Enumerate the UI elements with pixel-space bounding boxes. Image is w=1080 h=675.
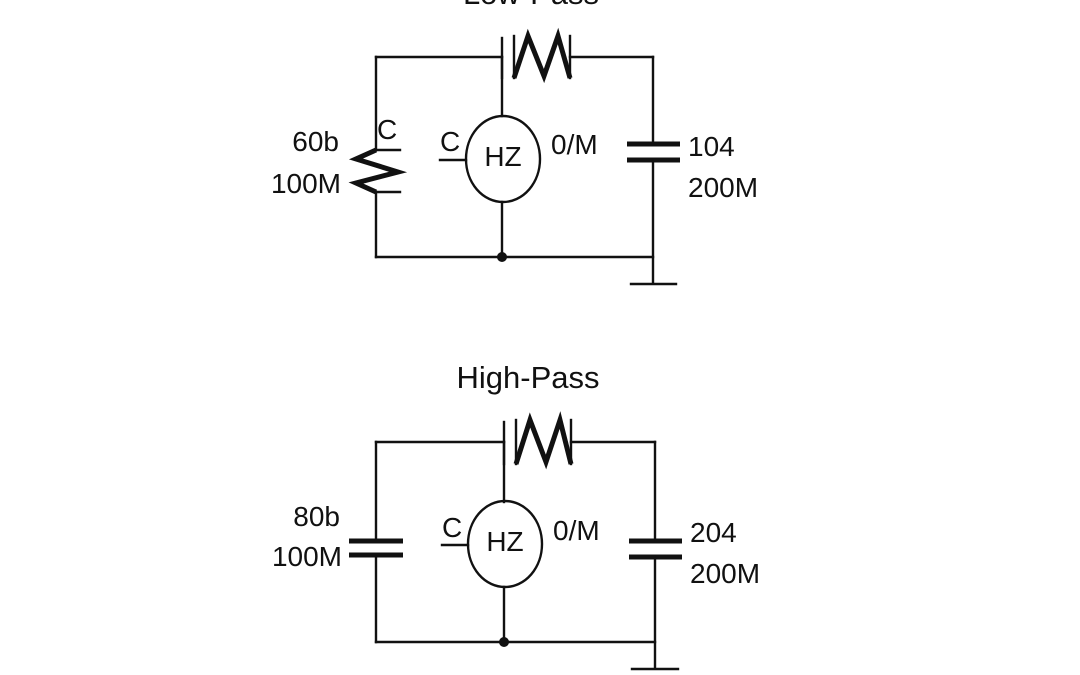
left-capacitor-icon: [349, 538, 403, 558]
right-capacitor-icon: [627, 141, 680, 163]
right-rating-label: 200M: [690, 558, 760, 589]
low-pass-title: Low-Pass: [463, 0, 599, 11]
left-value-label: 60b: [292, 126, 339, 157]
right-rating-label: 200M: [688, 172, 758, 203]
meter-side-label: C: [440, 126, 460, 157]
top-resistor-icon: [500, 27, 573, 84]
right-value-label: 204: [690, 517, 737, 548]
high-pass-title: High-Pass: [457, 360, 600, 395]
meter-label: HZ: [484, 141, 521, 172]
meter-side-label: C: [442, 512, 462, 543]
junction-dot: [499, 637, 509, 647]
left-rating-label: 100M: [272, 541, 342, 572]
right-value-label: 104: [688, 131, 735, 162]
meter-label: HZ: [486, 526, 523, 557]
left-value-label: 80b: [293, 501, 340, 532]
left-inductor-icon: [348, 147, 408, 195]
right-capacitor-icon: [629, 538, 682, 560]
low-pass-circuit: Low-Pass 60b 100M C HZ C 0/M: [271, 0, 758, 286]
junction-dot: [497, 252, 507, 262]
top-resistor-icon: [502, 411, 574, 470]
left-component-label: C: [377, 114, 397, 145]
high-pass-circuit: High-Pass 80b 100M HZ C 0/M: [272, 360, 760, 671]
left-rating-label: 100M: [271, 168, 341, 199]
meter-value-label: 0/M: [551, 129, 598, 160]
meter-value-label: 0/M: [553, 515, 600, 546]
